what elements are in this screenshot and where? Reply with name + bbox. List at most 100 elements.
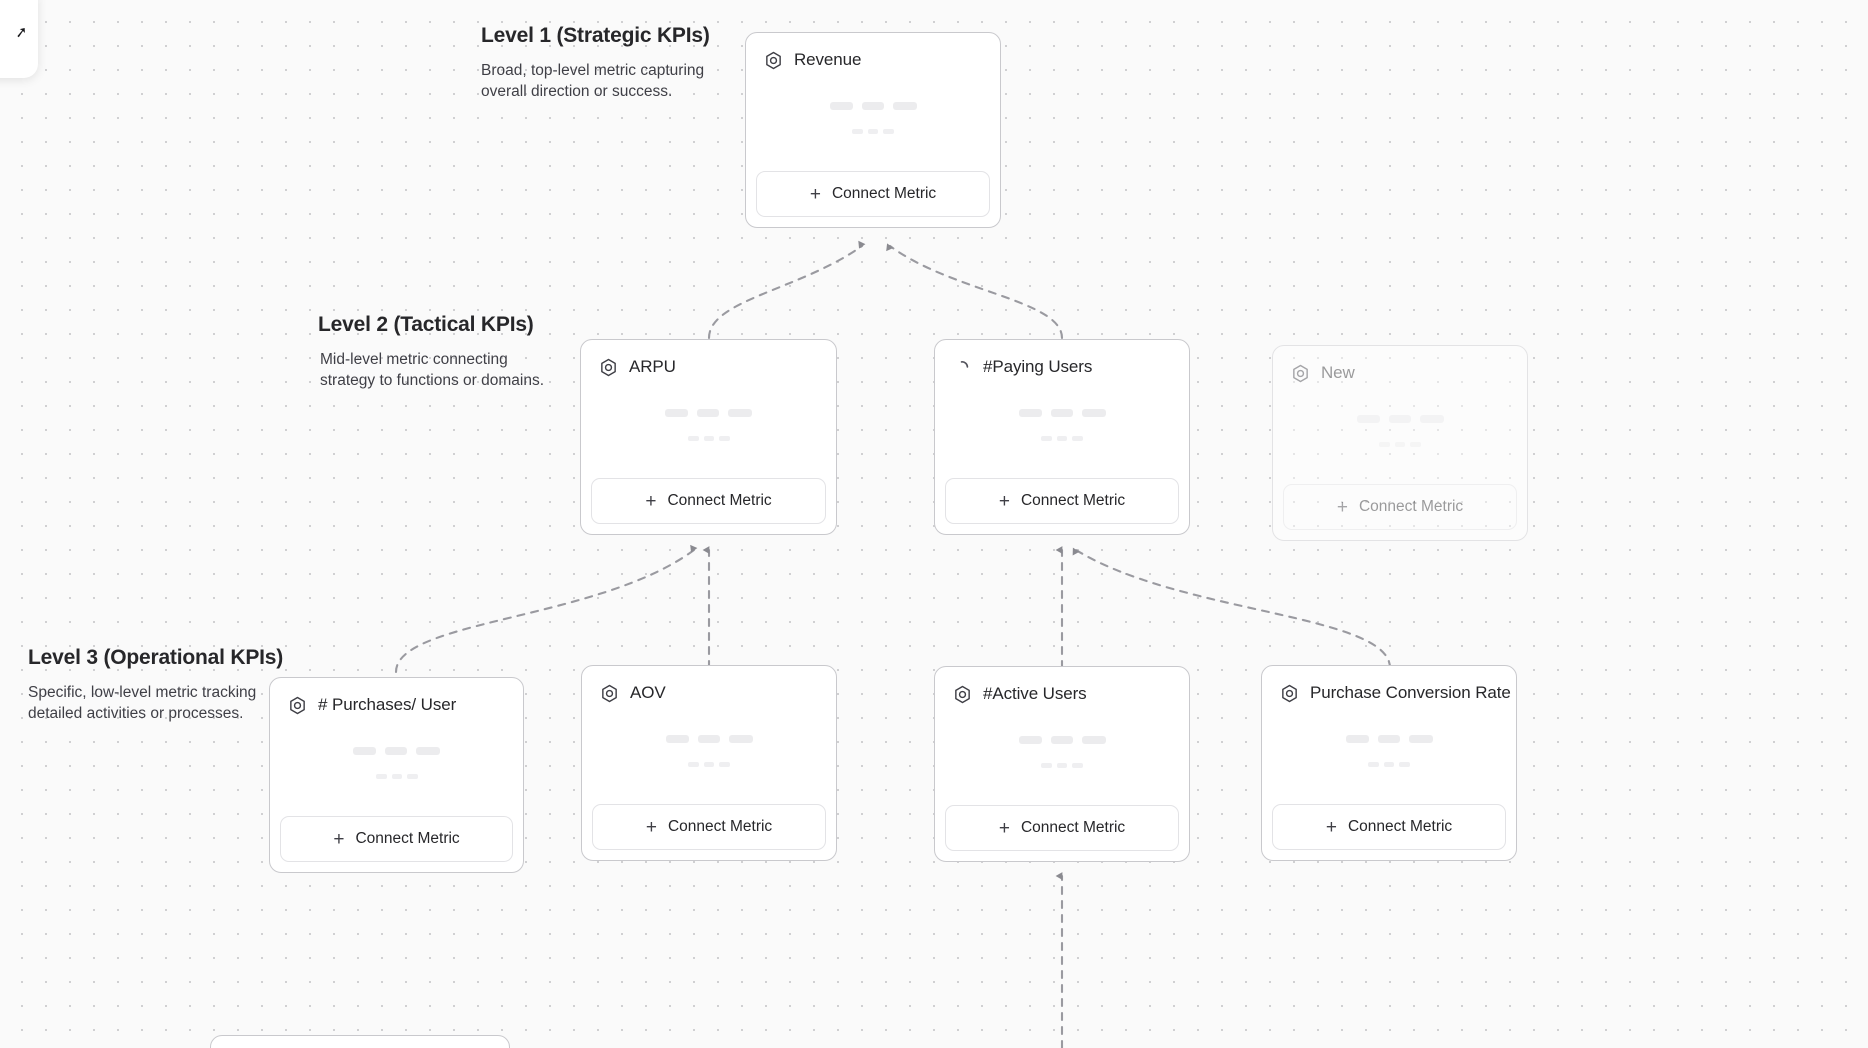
level-1-label-block: Level 1 (Strategic KPIs) Broad, top-leve… — [481, 24, 726, 102]
skeleton-bar — [688, 761, 699, 767]
skeleton-bar — [868, 128, 878, 134]
skeleton-bar — [1368, 761, 1379, 767]
skeleton-bar — [728, 734, 753, 743]
skeleton-bar — [718, 435, 730, 441]
skeleton-bar — [687, 435, 699, 441]
card-title: AOV — [630, 683, 666, 702]
plus-icon: + — [1336, 496, 1348, 518]
floating-corner-panel[interactable]: ➚ — [0, 0, 38, 78]
skeleton-bar — [406, 773, 418, 779]
connect-metric-button[interactable]: + Connect Metric — [756, 171, 990, 217]
hexagon-target-icon — [1280, 684, 1299, 703]
skeleton-bar — [1410, 441, 1421, 447]
skeleton-bar — [703, 435, 714, 441]
skeleton-bar — [1384, 761, 1394, 767]
plus-icon: + — [645, 816, 657, 838]
connect-metric-label: Connect Metric — [1020, 492, 1126, 509]
plus-icon: + — [1325, 816, 1337, 838]
connect-metric-button[interactable]: + Connect Metric — [1283, 484, 1517, 530]
skeleton-bar — [1041, 762, 1052, 768]
skeleton-bar — [1377, 734, 1400, 743]
level-3-label-block: Level 3 (Operational KPIs) Specific, low… — [28, 646, 283, 724]
skeleton-bar — [883, 128, 894, 134]
level-1-title: Level 1 (Strategic KPIs) — [481, 24, 710, 47]
skeleton-row-primary — [665, 408, 752, 417]
card-header: Revenue — [746, 33, 1000, 70]
skeleton-bar — [1018, 408, 1042, 417]
metric-card-purchase-conversion-rate[interactable]: Purchase Conversion Rate + Connect Metri… — [1261, 665, 1517, 861]
skeleton-bar — [1072, 435, 1083, 441]
card-header: #Paying Users — [935, 340, 1189, 377]
metric-card-paying-users[interactable]: #Paying Users + Connect Metric — [934, 339, 1190, 535]
hexagon-target-icon — [599, 358, 618, 377]
connect-metric-button[interactable]: + Connect Metric — [591, 478, 826, 524]
level-2-description: Mid-level metric connecting strategy to … — [320, 351, 545, 390]
skeleton-bar — [1345, 734, 1369, 743]
connect-metric-label: Connect Metric — [1358, 498, 1464, 515]
skeleton-bar — [1072, 762, 1083, 768]
skeleton-bar — [1408, 734, 1433, 743]
metric-card-revenue[interactable]: Revenue + Connect Metric — [745, 32, 1001, 228]
card-header: AOV — [582, 666, 836, 703]
skeleton-row-secondary — [1379, 441, 1421, 447]
skeleton-bar — [852, 128, 863, 134]
skeleton-bar — [697, 734, 720, 743]
card-placeholder-body — [581, 377, 836, 478]
skeleton-row-primary — [1018, 735, 1106, 744]
card-header: New — [1273, 346, 1527, 383]
connect-metric-label: Connect Metric — [667, 492, 772, 509]
skeleton-row-primary — [829, 101, 917, 110]
skeleton-bar — [1081, 408, 1106, 417]
connect-metric-button[interactable]: + Connect Metric — [945, 478, 1179, 524]
skeleton-row-secondary — [687, 435, 730, 441]
hexagon-target-icon — [600, 684, 619, 703]
connect-metric-label: Connect Metric — [667, 818, 773, 835]
card-header: Purchase Conversion Rate — [1262, 666, 1516, 703]
metric-card-active-users[interactable]: #Active Users + Connect Metric — [934, 666, 1190, 862]
plus-icon: + — [333, 828, 345, 850]
skeleton-bar — [1379, 441, 1390, 447]
metric-card-arpu[interactable]: ARPU + Connect Metric — [580, 339, 837, 535]
skeleton-bar — [719, 761, 730, 767]
skeleton-bar — [829, 101, 853, 110]
level-3-title: Level 3 (Operational KPIs) — [28, 646, 284, 669]
skeleton-bar — [1057, 762, 1067, 768]
skeleton-bar — [1081, 735, 1106, 744]
metric-card-new[interactable]: New + Connect Metric — [1272, 345, 1528, 541]
card-title: # Purchases/ User — [318, 695, 457, 714]
cursor-icon: ➚ — [14, 23, 30, 42]
plus-icon: + — [998, 817, 1010, 839]
skeleton-bar — [1041, 435, 1052, 441]
skeleton-bar — [1050, 735, 1073, 744]
skeleton-row-primary — [1345, 734, 1433, 743]
skeleton-bar — [416, 746, 440, 755]
card-placeholder-body — [935, 377, 1189, 478]
skeleton-row-primary — [1356, 414, 1444, 423]
skeleton-bar — [1057, 435, 1067, 441]
metric-card-partial-bottom[interactable] — [210, 1035, 510, 1048]
metric-card-purchases-per-user[interactable]: # Purchases/ User + Connect Metric — [269, 677, 524, 873]
connect-metric-button[interactable]: + Connect Metric — [945, 805, 1179, 851]
loading-spinner-icon — [953, 358, 972, 377]
card-title: #Paying Users — [983, 357, 1093, 376]
hexagon-target-icon — [953, 685, 972, 704]
skeleton-bar — [375, 773, 387, 779]
card-title: New — [1321, 363, 1355, 382]
plus-icon: + — [809, 183, 821, 205]
connect-metric-button[interactable]: + Connect Metric — [1272, 804, 1506, 850]
skeleton-bar — [1395, 441, 1405, 447]
skeleton-row-primary — [665, 734, 753, 743]
connect-metric-button[interactable]: + Connect Metric — [592, 804, 826, 850]
skeleton-row-secondary — [375, 773, 418, 779]
skeleton-row-secondary — [688, 761, 730, 767]
card-header: ARPU — [581, 340, 836, 377]
metric-card-aov[interactable]: AOV + Connect Metric — [581, 665, 837, 861]
card-placeholder-body — [1273, 383, 1527, 484]
level-2-label-block: Level 2 (Tactical KPIs) Mid-level metric… — [318, 313, 565, 391]
level-1-description: Broad, top-level metric capturing overal… — [481, 62, 705, 101]
connect-metric-button[interactable]: + Connect Metric — [280, 816, 513, 862]
skeleton-bar — [728, 408, 752, 417]
skeleton-bar — [1388, 414, 1411, 423]
plus-icon: + — [645, 490, 657, 512]
